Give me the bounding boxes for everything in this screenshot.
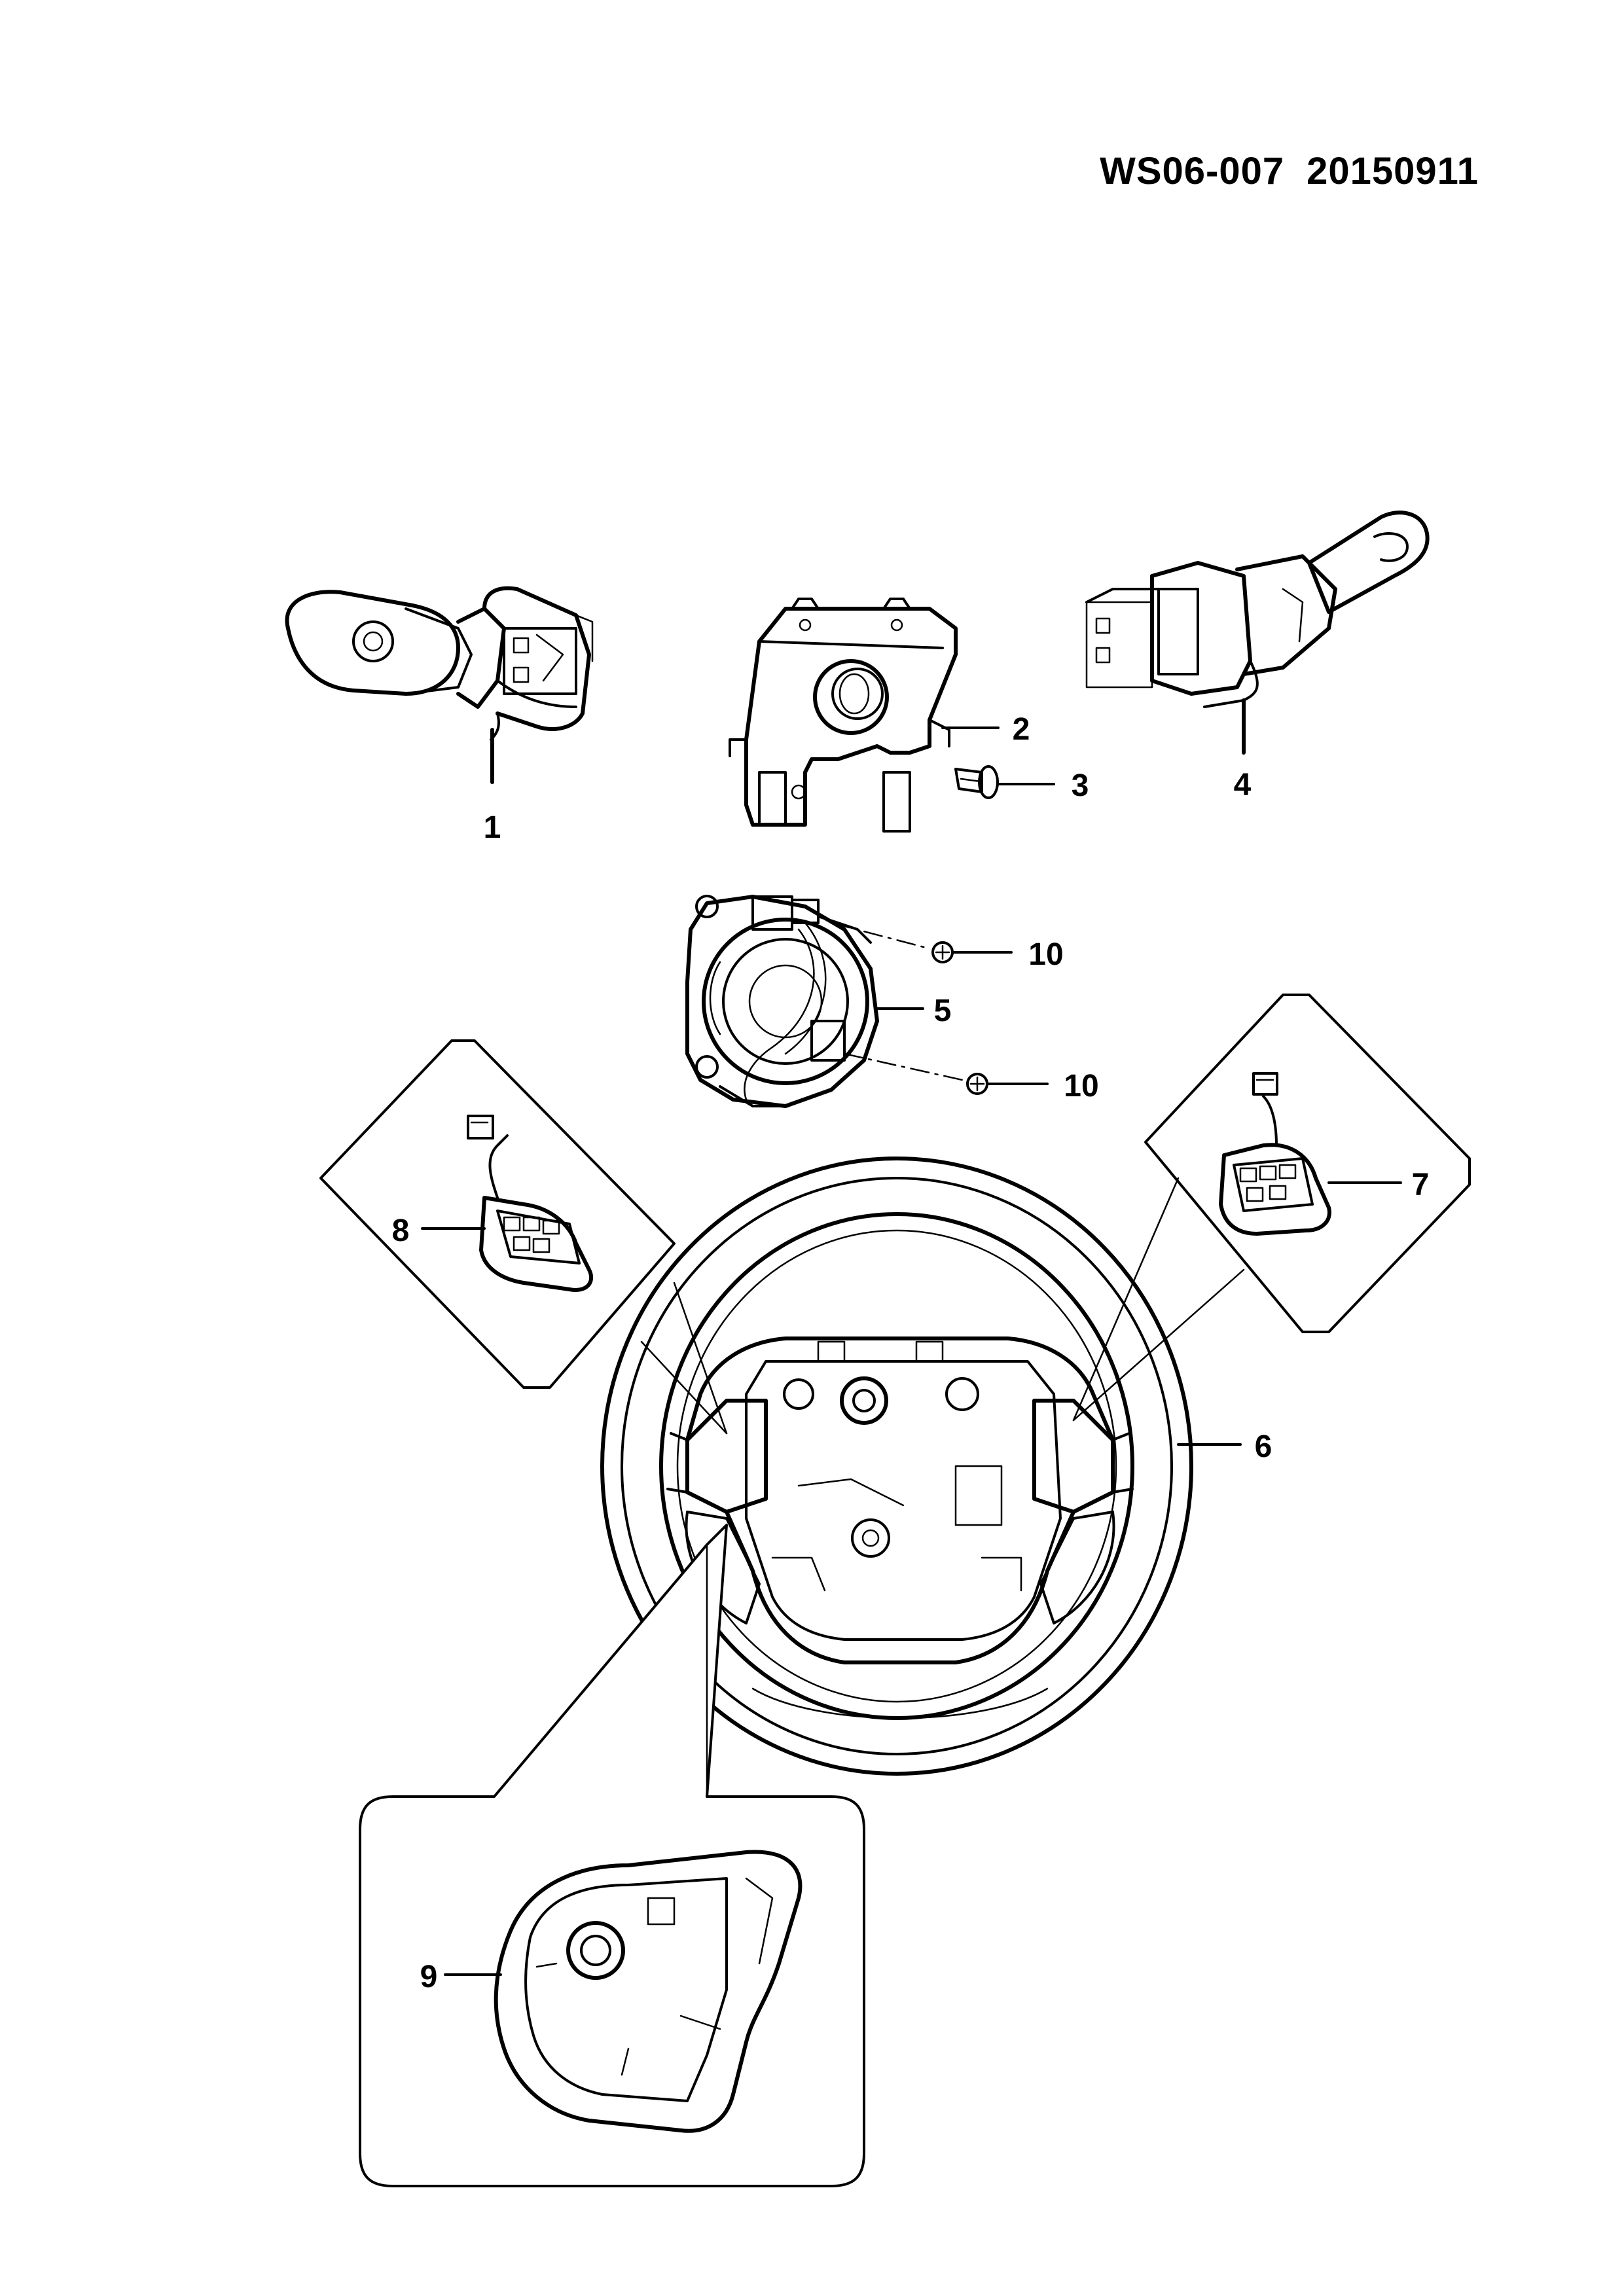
callout-2: 2	[1013, 712, 1030, 747]
light-switch-stalk-illustration	[285, 586, 594, 741]
wiper-switch-stalk-illustration	[1085, 511, 1430, 708]
callout-3: 3	[1072, 768, 1089, 803]
switch-bracket-illustration	[729, 598, 958, 833]
airbag-module-illustration	[494, 1850, 803, 2133]
callout-6: 6	[1255, 1429, 1272, 1464]
right-steering-switch-illustration	[1219, 1072, 1331, 1236]
left-steering-switch-illustration	[467, 1115, 594, 1292]
alignment-line-10b	[843, 1052, 964, 1081]
drawing-date: 20150911	[1307, 150, 1479, 192]
callout-1: 1	[484, 810, 501, 845]
screw-illustration	[954, 765, 999, 799]
detail-box-9	[359, 1524, 865, 2187]
pointer-line-8b	[673, 1282, 728, 1435]
callout-4: 4	[1234, 768, 1252, 802]
callout-10a: 10	[1028, 937, 1063, 972]
callout-9: 9	[420, 1960, 438, 1994]
drawing-code: WS06-007	[1100, 150, 1285, 192]
callout-5: 5	[934, 994, 952, 1028]
callout-7: 7	[1412, 1168, 1430, 1202]
pointer-line-8a	[640, 1340, 728, 1435]
pointer-line-7a	[1072, 1177, 1180, 1422]
steering-wheel-illustration	[600, 1157, 1193, 1776]
pointer-line-7b	[1072, 1268, 1245, 1422]
clock-spring-illustration	[685, 895, 879, 1108]
callout-8: 8	[392, 1213, 410, 1248]
alignment-line-10a	[830, 922, 928, 949]
drawing-header: WS06-007 20150911	[1100, 149, 1479, 193]
callout-10b: 10	[1064, 1069, 1098, 1103]
